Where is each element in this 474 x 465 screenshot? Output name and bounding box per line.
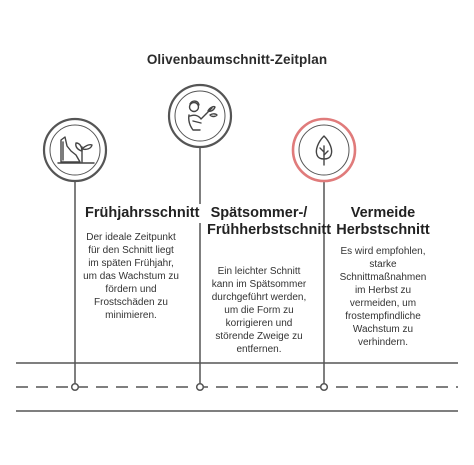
step-1-icon-circle — [42, 117, 108, 183]
step-1-description: Der ideale Zeitpunkt für den Schnitt lie… — [82, 229, 180, 324]
step-2-description: Ein leichter Schnitt kann im Spätsommer … — [207, 263, 311, 358]
diagram-title: Olivenbaumschnitt-Zeitplan — [146, 52, 328, 67]
step-2-title: Spätsommer-/ Frühherbstschnitt — [207, 204, 332, 240]
plant-on-hill-icon — [57, 136, 95, 164]
step-3-marker — [319, 382, 329, 392]
step-3-description: Es wird empfohlen, starke Schnittmaßnahm… — [333, 243, 433, 351]
step-3-title: Vermeide Herbstschnitt — [333, 204, 433, 240]
tree-icon — [315, 135, 333, 166]
step-1-title: Frühjahrsschnitt — [85, 204, 205, 223]
step-2-icon-circle — [167, 83, 233, 149]
step-2-marker — [195, 382, 205, 392]
step-1-marker — [70, 382, 80, 392]
gardener-icon — [188, 100, 218, 131]
